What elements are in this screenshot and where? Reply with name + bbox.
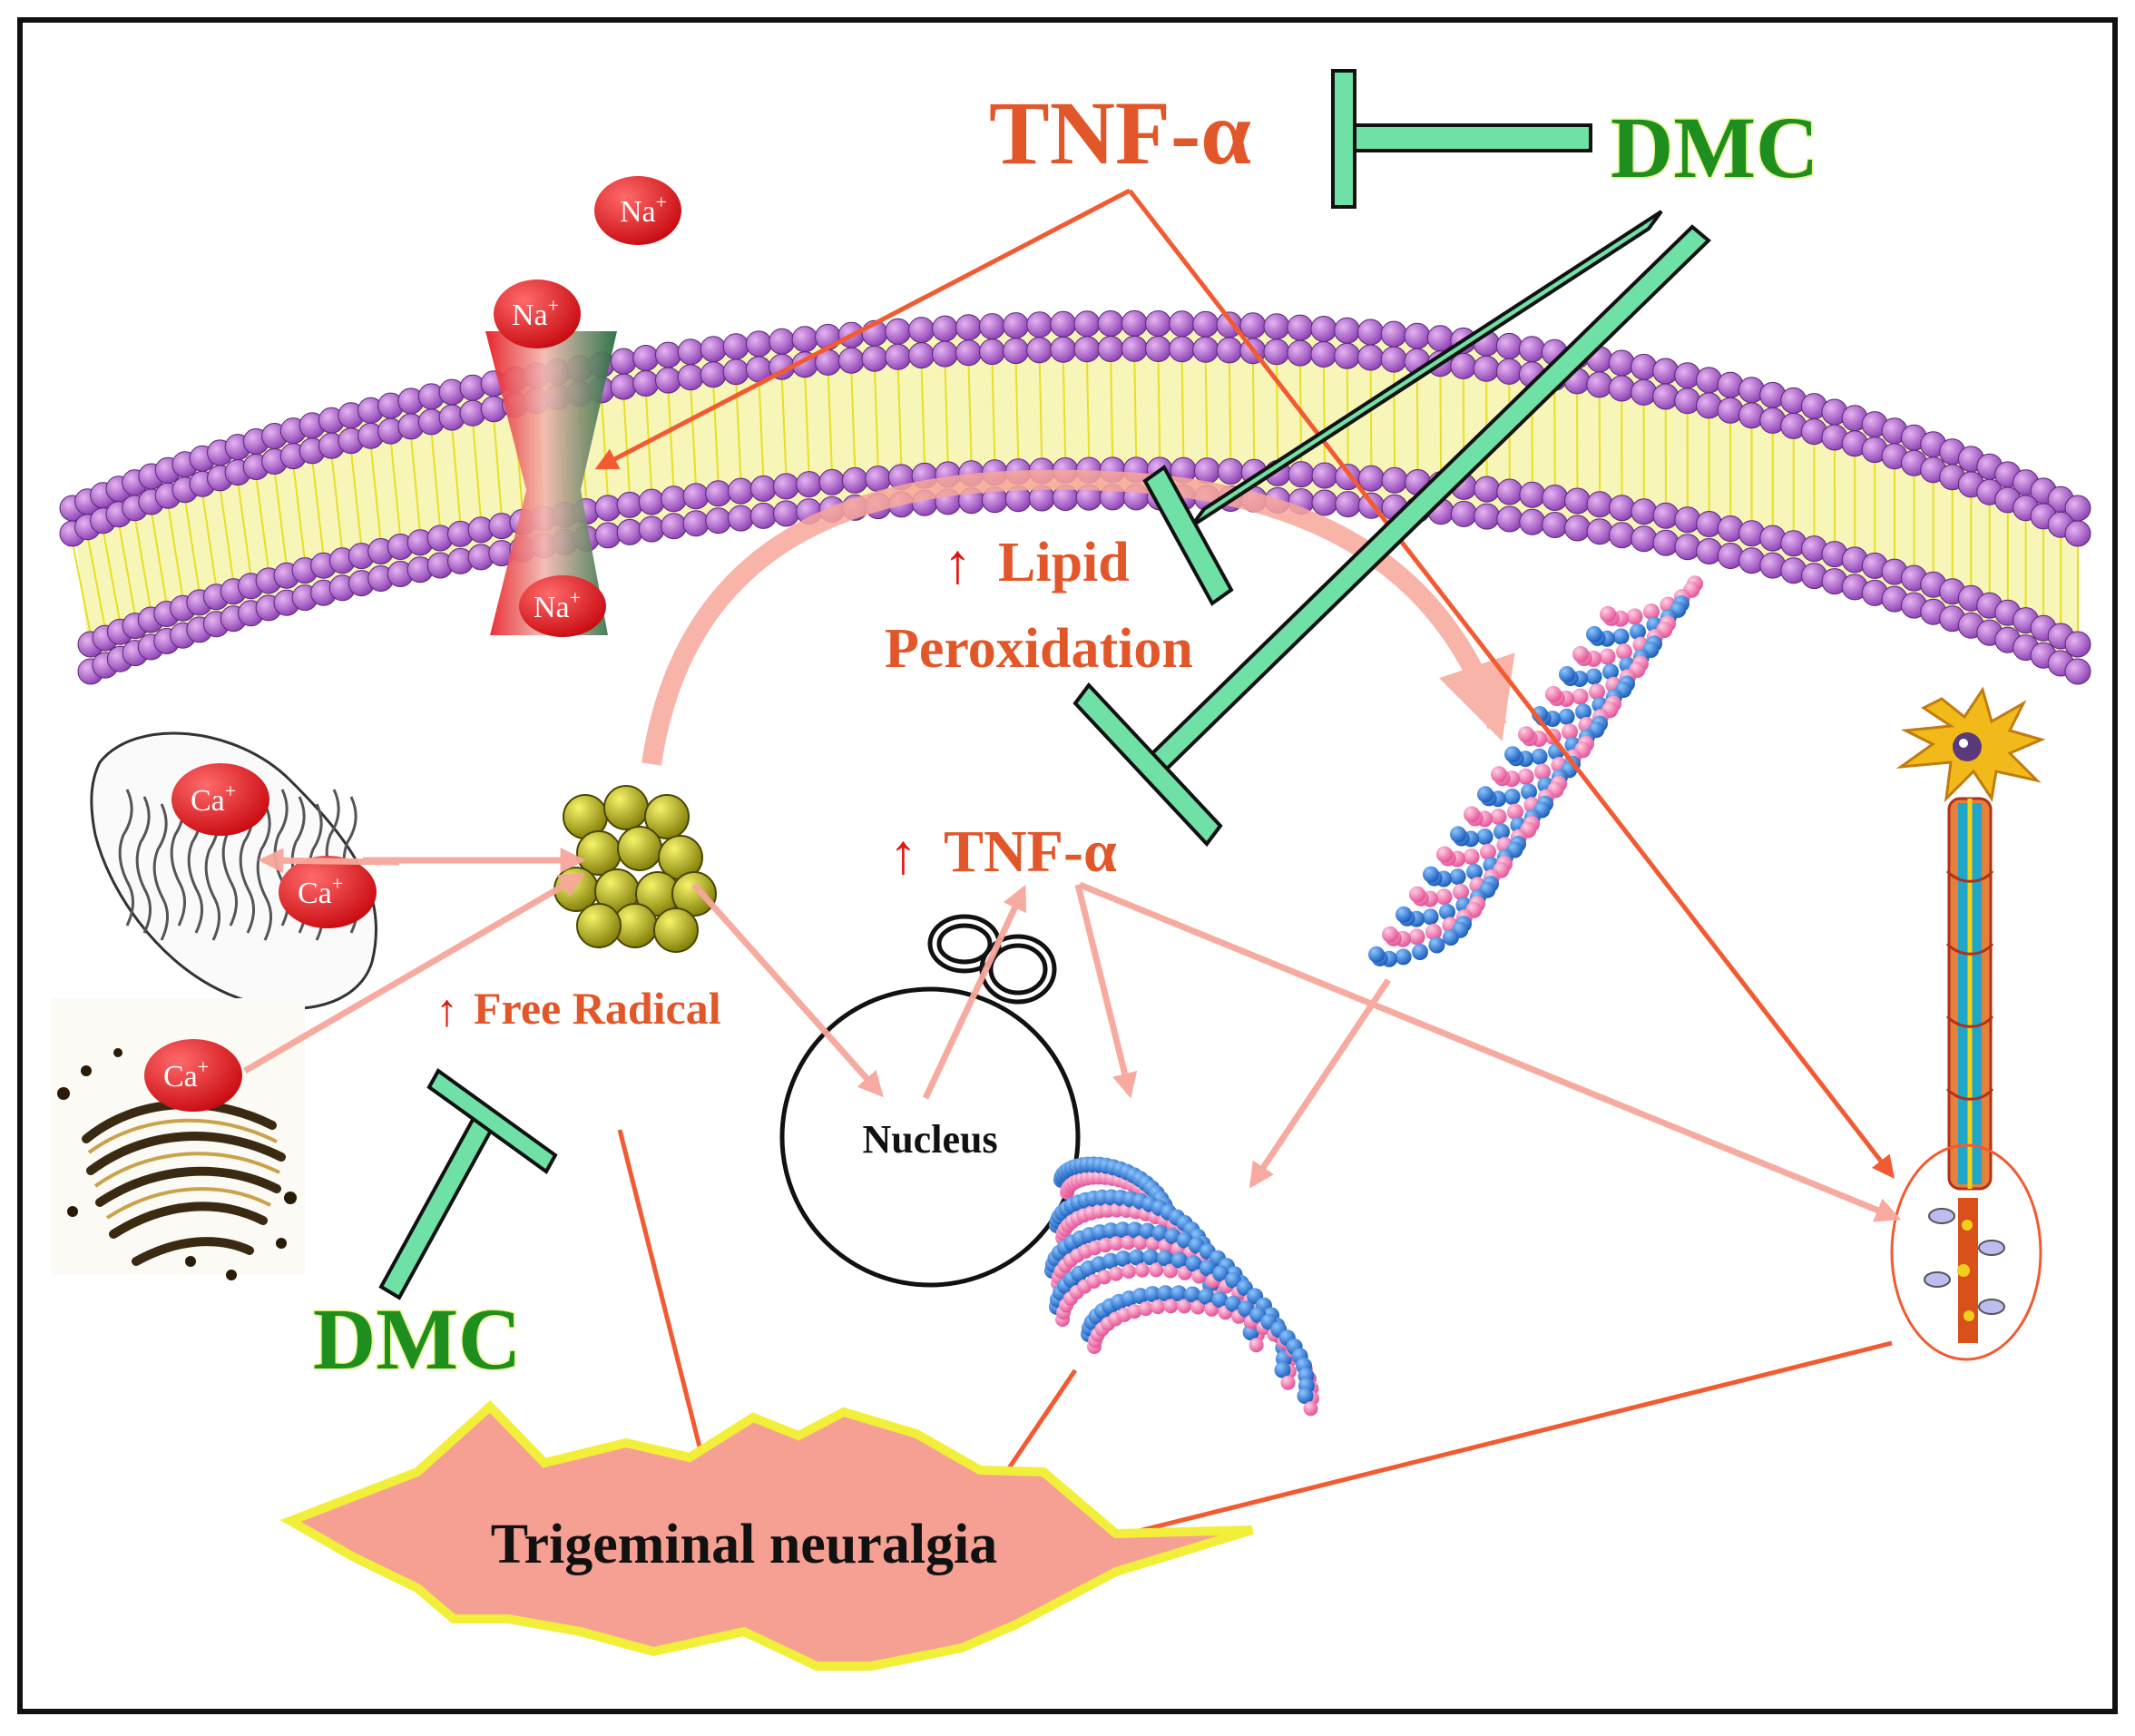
endoplasmic-reticulum-icon bbox=[51, 998, 305, 1280]
svg-text:TNF-α: TNF-α bbox=[944, 819, 1117, 885]
up-arrow-tnf: ↑ bbox=[889, 824, 917, 886]
svg-text:Lipid: Lipid bbox=[998, 532, 1130, 593]
up-arrow-lipid: ↑ bbox=[944, 534, 972, 595]
svg-text:↑: ↑ bbox=[889, 824, 917, 886]
calcium-ion-1: Ca+ bbox=[171, 763, 269, 836]
dmc-top-label: DMC bbox=[1611, 99, 1818, 196]
nucleus-label: Nucleus bbox=[862, 1117, 997, 1162]
up-arrow-radical: ↑ bbox=[436, 985, 458, 1035]
svg-text:↑: ↑ bbox=[436, 985, 458, 1035]
svg-text:↑: ↑ bbox=[944, 534, 972, 595]
calcium-ion-2: Ca+ bbox=[279, 856, 377, 928]
sodium-ion-3: Na+ bbox=[519, 575, 606, 637]
dmc-bottom-label: DMC bbox=[313, 1290, 521, 1388]
sodium-ion-2: Na+ bbox=[494, 280, 581, 348]
tnf-alpha-top-label: TNF-α bbox=[989, 83, 1251, 183]
calcium-ion-3: Ca+ bbox=[144, 1039, 242, 1112]
svg-text:Peroxidation: Peroxidation bbox=[885, 618, 1193, 680]
arrow-radical-to-mito bbox=[263, 860, 399, 862]
outcome-label: Trigeminal neuralgia bbox=[491, 1514, 998, 1575]
svg-text:Free Radical: Free Radical bbox=[474, 983, 721, 1034]
free-radical-label: ↑ Free Radical bbox=[436, 983, 721, 1035]
sodium-ion-1: Na+ bbox=[594, 176, 681, 245]
